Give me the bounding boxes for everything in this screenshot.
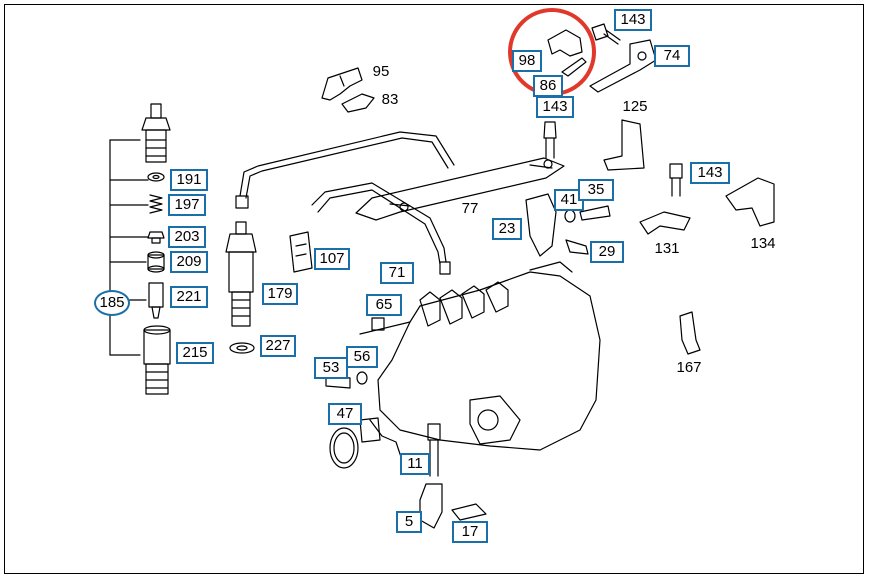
callout-143-top[interactable]: 143: [614, 9, 652, 31]
bolt-143-right-part: [669, 163, 683, 197]
callout-86[interactable]: 86: [533, 75, 563, 97]
callout-56[interactable]: 56: [346, 346, 378, 368]
callout-134[interactable]: 134: [750, 235, 776, 252]
callout-185[interactable]: 185: [94, 290, 130, 316]
callout-221[interactable]: 221: [170, 286, 208, 308]
callout-98[interactable]: 98: [512, 50, 542, 72]
callout-83[interactable]: 83: [381, 91, 399, 108]
callout-95[interactable]: 95: [372, 63, 390, 80]
fitting-5-part: [419, 483, 443, 529]
injection-pump-body: [359, 261, 601, 461]
bracket-131-part: [639, 211, 691, 235]
callout-179[interactable]: 179: [262, 283, 298, 305]
callout-197[interactable]: 197: [168, 194, 206, 216]
callout-23[interactable]: 23: [492, 218, 522, 240]
clip-107-part: [289, 231, 313, 273]
callout-29[interactable]: 29: [590, 241, 624, 263]
callout-41[interactable]: 41: [554, 189, 584, 211]
callout-125[interactable]: 125: [622, 98, 648, 115]
part-65: [371, 317, 385, 331]
injector-179-assembly: [225, 221, 257, 354]
callout-143-right[interactable]: 143: [690, 162, 730, 184]
callout-77[interactable]: 77: [461, 200, 479, 217]
diagram-frame: [4, 4, 864, 574]
clip-83-part: [341, 93, 375, 113]
callout-167[interactable]: 167: [676, 359, 702, 376]
bracket-125-part: [603, 119, 645, 171]
callout-11[interactable]: 11: [400, 453, 430, 475]
bracket-23-part: [525, 193, 557, 257]
o-ring-47-part: [329, 427, 359, 469]
callout-17[interactable]: 17: [452, 521, 488, 543]
injector-nozzle-assembly: [109, 103, 171, 395]
callout-107[interactable]: 107: [314, 248, 350, 270]
bracket-134-part: [725, 177, 775, 227]
callout-215[interactable]: 215: [176, 342, 214, 364]
callout-65[interactable]: 65: [366, 294, 402, 316]
bracket-74-part: [589, 39, 657, 93]
bolt-11-part: [427, 423, 441, 477]
callout-5[interactable]: 5: [396, 511, 422, 533]
clip-86-part: [561, 57, 587, 77]
callout-227[interactable]: 227: [260, 335, 296, 357]
bolt-143-mid-part: [543, 121, 557, 159]
clamp-167-part: [679, 311, 701, 355]
callout-35[interactable]: 35: [578, 179, 614, 201]
clip-95-part: [321, 67, 363, 101]
clip-98-part: [547, 29, 583, 57]
callout-53[interactable]: 53: [314, 357, 348, 379]
callout-74[interactable]: 74: [654, 45, 690, 67]
callout-47[interactable]: 47: [328, 403, 362, 425]
bolt-29-part: [565, 239, 589, 255]
callout-209[interactable]: 209: [170, 251, 208, 273]
bolt-35-part: [579, 205, 611, 221]
callout-131[interactable]: 131: [654, 240, 680, 257]
callout-143-mid[interactable]: 143: [536, 96, 574, 118]
callout-191[interactable]: 191: [170, 169, 208, 191]
callout-71[interactable]: 71: [380, 262, 414, 284]
callout-203[interactable]: 203: [168, 226, 206, 248]
bolt-143-top-part: [591, 23, 621, 45]
injection-lines: [235, 131, 455, 275]
bolt-17-part: [451, 503, 487, 521]
